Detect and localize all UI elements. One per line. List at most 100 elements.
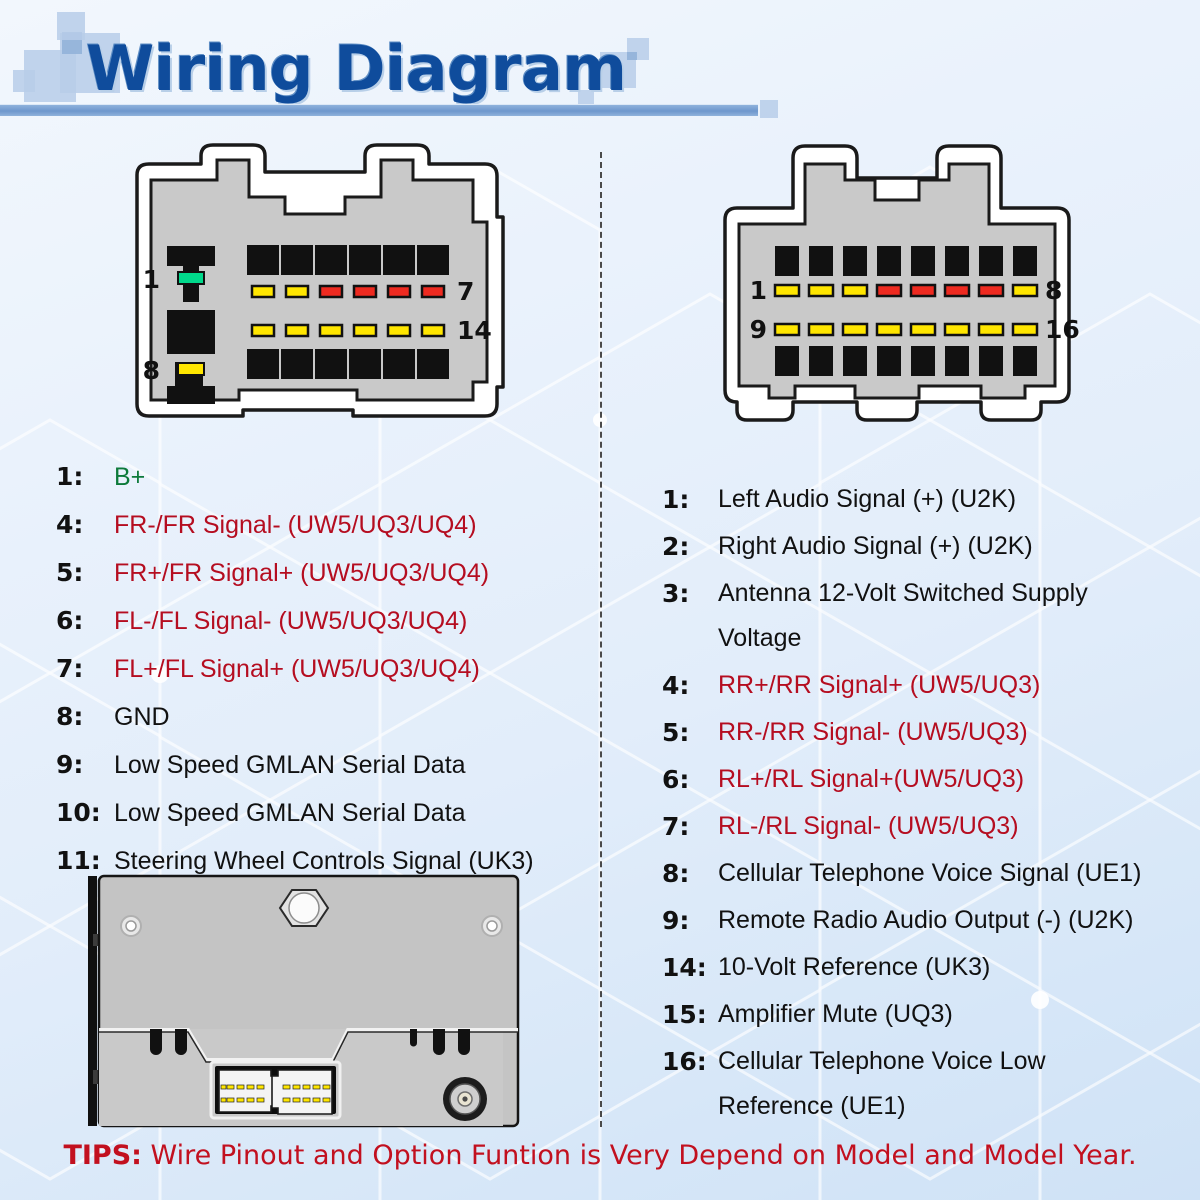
tips-label: TIPS: (63, 1140, 142, 1171)
left-pin-label-8: 8 (143, 356, 160, 385)
right-pin-number: 9: (662, 906, 690, 935)
connector-block-outline (209, 1060, 342, 1120)
right-connector-diagram: 1 8 9 16 (723, 144, 1080, 422)
right-pin-description: Remote Radio Audio Output (-) (U2K) (718, 906, 1134, 934)
upper-cavity-row (247, 245, 449, 275)
right-pin-row: 8:Cellular Telephone Voice Signal (UE1) (662, 851, 1162, 896)
page-header: Wiring Diagram (0, 0, 1200, 118)
right-pin-list: 1: Left Audio Signal (+) (U2K) 2: Right Aud… (662, 477, 1162, 1131)
left-pin-row: 9:Low Speed GMLAN Serial Data (56, 743, 596, 789)
nut-inner-circle (288, 892, 320, 924)
right-pin-row: 7: RL-/RL Signal- (UW5/UQ3) (662, 804, 1162, 849)
right-pin-label-9: 9 (750, 315, 767, 344)
left-pin-row: 1: B+ (56, 455, 596, 501)
right-pin-description: 10-Volt Reference (UK3) (718, 953, 991, 981)
deco-square (578, 90, 594, 106)
panel-seam (99, 1028, 518, 1062)
header-rule (0, 104, 758, 116)
right-pin-number: 1: (662, 485, 690, 514)
antenna-jack-pin (462, 1096, 468, 1102)
left-pin-row: 11: Steering Wheel Controls Signal (UK3) (56, 839, 596, 885)
upper-cavity-row (775, 246, 1037, 276)
right-pin-description: Left Audio Signal (+) (U2K) (718, 485, 1017, 513)
right-pin-description: RR-/RR Signal- (UW5/UQ3) (718, 718, 1028, 746)
left-pin-description: FR+/FR Signal+ (UW5/UQ3/UQ4) (114, 559, 490, 587)
bottom-terminal-row (250, 323, 446, 338)
right-pin-number: 14: (662, 953, 707, 982)
left-pin-description: FR-/FR Signal- (UW5/UQ3/UQ4) (114, 511, 477, 539)
right-pin-row: 14: 10-Volt Reference (UK3) (662, 945, 1162, 990)
left-pin-row: 10:Low Speed GMLAN Serial Data (56, 791, 596, 837)
left-pin-number: 5: (56, 558, 84, 587)
right-pin-row: 9: Remote Radio Audio Output (-) (U2K) (662, 898, 1162, 943)
right-pin-description: RR+/RR Signal+ (UW5/UQ3) (718, 671, 1041, 699)
right-pin-number: 7: (662, 812, 690, 841)
left-pin-row: 8:GND (56, 695, 596, 741)
left-pin-number: 11: (56, 846, 101, 875)
right-pin-description: Antenna 12-Volt Switched Supply Voltage (718, 579, 1088, 652)
bottom-terminal-row (773, 322, 1039, 337)
left-pin-number: 7: (56, 654, 84, 683)
deco-square (57, 12, 85, 40)
left-pin-description: Low Speed GMLAN Serial Data (114, 799, 466, 827)
left-pin-list: 1: B+ 4: FR-/FR Signal- (UW5/UQ3/UQ4) 5: FR+/… (56, 455, 596, 887)
right-pin-description: Cellular Telephone Voice Low Reference (… (718, 1047, 1046, 1120)
left-connector-diagram: 1 7 14 8 (135, 143, 505, 418)
radio-head-unit-rear-view (88, 874, 520, 1128)
top-terminal-row (773, 283, 1039, 298)
tips-banner: TIPS: Wire Pinout and Option Funtion is … (0, 1140, 1200, 1171)
right-pin-row: 15: Amplifier Mute (UQ3) (662, 992, 1162, 1037)
left-pin-row: 5: FR+/FR Signal+ (UW5/UQ3/UQ4) (56, 551, 596, 597)
left-pin-number: 1: (56, 462, 84, 491)
right-pin-description: Amplifier Mute (UQ3) (718, 1000, 953, 1028)
right-pin-number: 4: (662, 671, 690, 700)
right-pin-label-16: 16 (1045, 315, 1080, 344)
right-pin-number: 2: (662, 532, 690, 561)
lower-cavity-row (247, 349, 449, 379)
left-pin-row: 4: FR-/FR Signal- (UW5/UQ3/UQ4) (56, 503, 596, 549)
left-pin-description: Low Speed GMLAN Serial Data (114, 751, 466, 779)
right-pin-label-1: 1 (750, 276, 767, 305)
right-pin-description: Cellular Telephone Voice Signal (UE1) (718, 859, 1142, 887)
right-pin-description: RL+/RL Signal+(UW5/UQ3) (718, 765, 1025, 793)
right-pin-row: 16: Cellular Telephone Voice Low Referenc… (662, 1039, 1162, 1129)
right-pin-description: Right Audio Signal (+) (U2K) (718, 532, 1033, 560)
right-pin-row: 6: RL+/RL Signal+(UW5/UQ3) (662, 757, 1162, 802)
right-pin-description: RL-/RL Signal- (UW5/UQ3) (718, 812, 1019, 840)
left-pin-label-1: 1 (143, 265, 160, 294)
rail-notch (93, 1070, 100, 1084)
page-title: Wiring Diagram (86, 32, 627, 105)
deco-square (627, 52, 637, 60)
right-pin-number: 16: (662, 1047, 707, 1076)
deco-square (760, 100, 778, 118)
connector-socket-right (271, 1069, 333, 1115)
screw-hole-right-inner (486, 920, 498, 932)
chassis-tabs (150, 1029, 470, 1055)
lower-cavity-row (775, 346, 1037, 376)
left-pin-description: Steering Wheel Controls Signal (UK3) (114, 847, 534, 875)
right-pin-row: 1: Left Audio Signal (+) (U2K) (662, 477, 1162, 522)
connector-socket-left (218, 1069, 280, 1113)
right-pin-row: 5: RR-/RR Signal- (UW5/UQ3) (662, 710, 1162, 755)
right-pin-number: 5: (662, 718, 690, 747)
right-pin-row: 3:Antenna 12-Volt Switched Supply Voltag… (662, 571, 1162, 661)
pin-8-terminal-yellow (177, 362, 205, 376)
rail-notch (93, 934, 100, 946)
pin-1-terminal-green (177, 271, 205, 285)
screw-hole-left-inner (125, 920, 137, 932)
top-terminal-row (250, 284, 446, 299)
right-pin-number: 6: (662, 765, 690, 794)
right-pin-number: 15: (662, 1000, 707, 1029)
right-pin-label-8: 8 (1045, 276, 1062, 305)
column-divider (600, 152, 602, 1127)
left-pin-description: FL+/FL Signal+ (UW5/UQ3/UQ4) (114, 655, 480, 683)
right-pin-row: 4: RR+/RR Signal+ (UW5/UQ3) (662, 663, 1162, 708)
left-pin-row: 7: FL+/FL Signal+ (UW5/UQ3/UQ4) (56, 647, 596, 693)
left-pin-description: FL-/FL Signal- (UW5/UQ3/UQ4) (114, 607, 468, 635)
left-pin-description: B+ (114, 463, 146, 491)
tips-text: Wire Pinout and Option Funtion is Very D… (141, 1140, 1137, 1171)
left-pin-number: 4: (56, 510, 84, 539)
connector-body (737, 162, 1057, 400)
left-pin-number: 8: (56, 702, 84, 731)
